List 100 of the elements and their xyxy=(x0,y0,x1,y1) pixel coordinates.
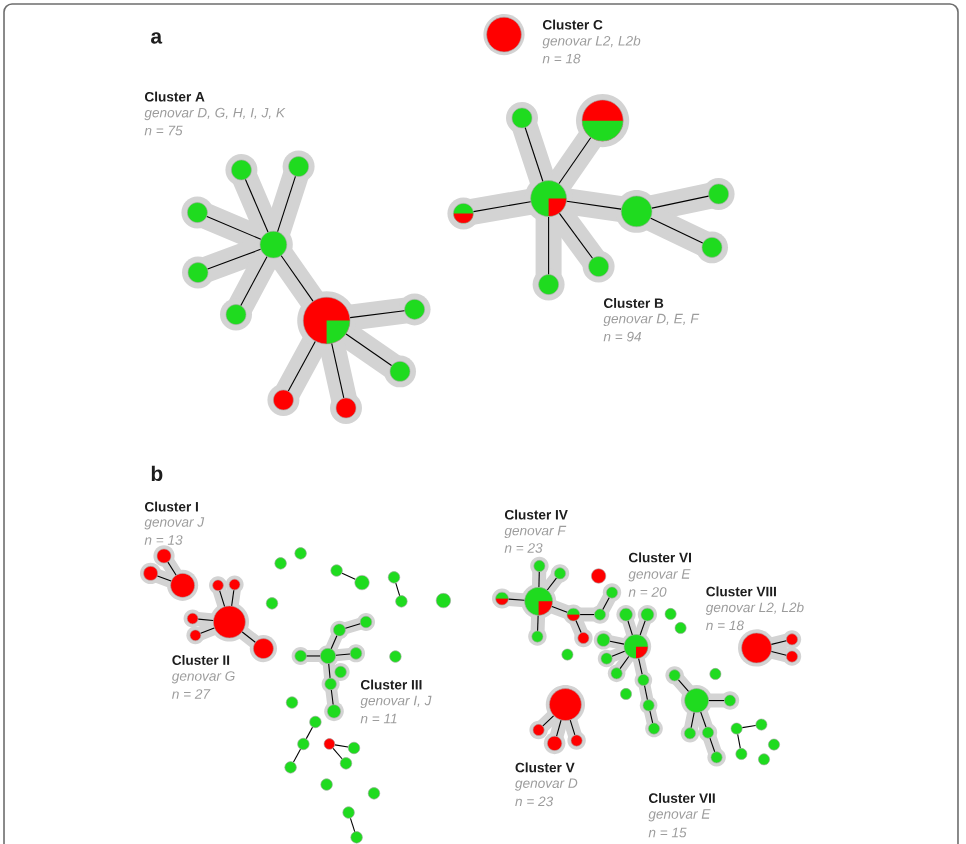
edge-line xyxy=(207,248,262,270)
circle-node xyxy=(187,202,208,223)
edge-line xyxy=(306,655,321,657)
edge-line xyxy=(395,582,401,597)
edge-line xyxy=(619,656,630,670)
edge-line xyxy=(651,195,710,209)
edge-line xyxy=(566,200,622,210)
edge-line xyxy=(330,689,334,706)
edge-line xyxy=(277,175,296,233)
edge-line xyxy=(240,256,268,307)
edge-line xyxy=(349,817,356,833)
circle-node xyxy=(231,159,252,181)
edge-line xyxy=(548,216,550,275)
circle-node xyxy=(701,237,723,258)
circle-node xyxy=(170,573,195,598)
edge-line xyxy=(546,577,557,591)
circle-node xyxy=(511,107,533,129)
pie-node xyxy=(495,591,509,606)
edge-line xyxy=(575,620,582,634)
edge-line xyxy=(770,640,787,645)
edge-line xyxy=(770,651,787,656)
edge-line xyxy=(219,590,226,607)
edge-line xyxy=(558,137,592,185)
edge-line xyxy=(335,653,351,656)
edge-line xyxy=(611,650,626,657)
edge-line xyxy=(293,748,302,763)
circle-node xyxy=(213,605,246,639)
circle-node xyxy=(187,262,209,283)
edge-line xyxy=(287,340,316,392)
circle-node xyxy=(143,566,158,581)
edge-line xyxy=(167,561,177,576)
edge-line xyxy=(741,724,757,729)
edge-line xyxy=(328,663,331,679)
circle-node xyxy=(273,389,294,411)
edge-line xyxy=(700,711,707,728)
edge-line xyxy=(538,571,540,588)
edge-line xyxy=(349,310,405,319)
circle-node xyxy=(741,632,772,664)
edge-line xyxy=(508,598,525,601)
edge-line xyxy=(737,733,741,749)
circle-node xyxy=(684,688,709,713)
edge-line xyxy=(280,255,314,302)
edge-line xyxy=(331,343,345,399)
edge-line xyxy=(244,178,269,233)
circle-node xyxy=(350,831,363,844)
circle-node xyxy=(156,548,172,564)
edge-line xyxy=(558,212,594,259)
edge-line xyxy=(639,620,646,636)
pie-node xyxy=(453,203,474,224)
panel-letter: b xyxy=(151,465,163,482)
edge-line xyxy=(627,620,633,636)
edge-line xyxy=(644,685,648,701)
circle-node xyxy=(591,568,607,584)
edge-line xyxy=(156,575,172,582)
pie-node xyxy=(524,587,553,616)
edge-line xyxy=(677,679,690,692)
edge-line xyxy=(241,631,256,643)
edge-line xyxy=(579,614,595,616)
circle-node xyxy=(588,256,609,277)
circle-node xyxy=(547,735,563,751)
edge-line xyxy=(231,589,235,607)
pie-node xyxy=(581,99,624,142)
edge-line xyxy=(341,572,356,580)
edge-line xyxy=(690,712,695,729)
edge-line xyxy=(551,605,568,613)
circle-node xyxy=(288,156,309,177)
edge-line xyxy=(609,640,625,645)
circle-node xyxy=(538,274,559,295)
circle-node xyxy=(225,304,247,325)
edge-line xyxy=(542,715,555,727)
edge-line xyxy=(569,719,576,736)
circle-node xyxy=(620,195,653,228)
edge-line xyxy=(537,615,539,632)
edge-line xyxy=(345,333,393,367)
circle-node xyxy=(435,593,451,609)
circle-node xyxy=(335,397,357,419)
circle-node xyxy=(253,638,274,659)
edge-line xyxy=(649,710,654,724)
circle-node xyxy=(486,16,522,53)
edge-line xyxy=(344,623,361,629)
edge-line xyxy=(602,597,610,610)
edge-line xyxy=(650,217,704,244)
edge-line xyxy=(330,635,338,650)
circle-node xyxy=(320,648,336,664)
panel-letter: a xyxy=(151,32,163,44)
edge-line xyxy=(305,726,314,740)
circle-node xyxy=(389,361,411,382)
pie-node xyxy=(530,180,567,217)
edge-line xyxy=(473,201,532,213)
pie-node xyxy=(623,634,649,659)
circle-node xyxy=(549,688,582,721)
edge-line xyxy=(197,618,214,621)
circle-node xyxy=(708,183,729,205)
edge-line xyxy=(709,737,716,753)
edge-line xyxy=(556,719,562,737)
edge-line xyxy=(334,744,349,748)
edge-line xyxy=(206,216,262,240)
edge-line xyxy=(708,700,725,702)
circle-node xyxy=(354,575,370,591)
pie-node xyxy=(302,296,351,345)
